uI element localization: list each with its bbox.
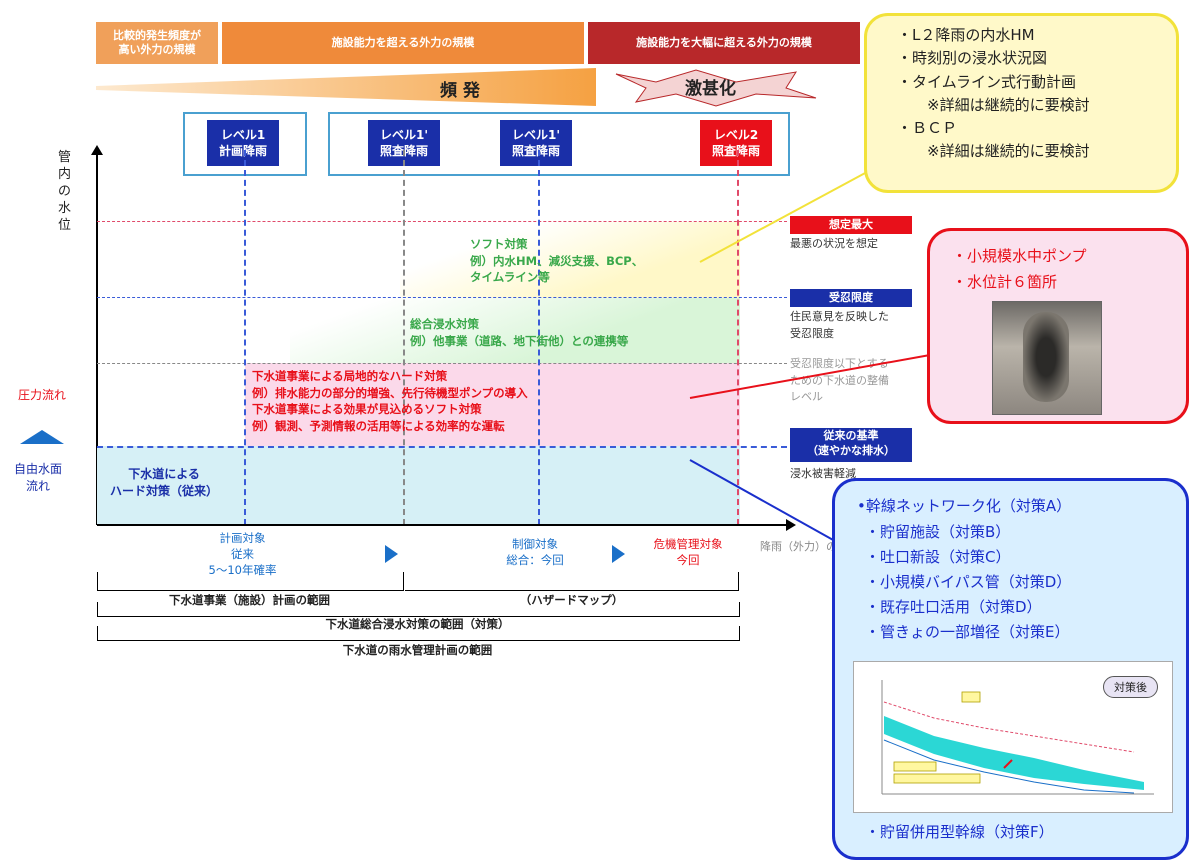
pressure-flow-label: 圧力流れ xyxy=(18,388,67,402)
line-tolerance xyxy=(97,297,787,298)
yellow-line-5: ・ＢＣＰ xyxy=(897,119,958,137)
text-tolerance: 住民意見を反映した 受忍限度 xyxy=(790,310,889,340)
line-target xyxy=(97,363,787,364)
frequency-label: 頻 発 xyxy=(440,81,480,101)
y-axis xyxy=(96,150,98,525)
severity-label: 激甚化 xyxy=(685,79,736,99)
blue-line-4: ・小規模バイパス管（対策D） xyxy=(865,573,1072,591)
line-conventional xyxy=(97,446,787,448)
vline-level1 xyxy=(244,150,246,525)
badge-conventional: 従来の基準 （速やかな排水） xyxy=(790,428,912,462)
blue-line-5: ・既存吐口活用（対策D） xyxy=(865,598,1042,616)
pump-photo xyxy=(992,301,1102,415)
y-axis-label: 管内の水位 xyxy=(58,150,72,233)
red-line-1: ・小規模水中ポンプ xyxy=(952,247,1087,265)
yellow-line-1: ・L２降雨の内水HM xyxy=(897,26,1035,44)
crisis-target-label: 危機管理対象 今回 xyxy=(653,537,723,568)
range-bracket-2 xyxy=(97,602,740,617)
vline-level1b xyxy=(403,150,405,525)
band-integrated xyxy=(290,298,740,363)
x-axis xyxy=(97,524,787,526)
arrow-right-2 xyxy=(612,545,625,563)
blue-line-6: ・管きょの一部増径（対策E） xyxy=(865,623,1070,641)
range-1-label: 下水道事業（施設）計画の範囲 xyxy=(169,593,330,607)
band-soft xyxy=(400,222,740,298)
sewer-hard-text: 下水道による ハード対策（従来） xyxy=(110,467,219,499)
range-2-label: 下水道総合浸水対策の範囲（対策） xyxy=(325,617,510,631)
range-1b-label: （ハザードマップ） xyxy=(519,593,624,607)
control-target-label: 制御対象 総合：今回 xyxy=(506,537,564,568)
plan-target-label: 計画対象 従来 5～10年確率 xyxy=(208,531,277,578)
after-measure-badge: 対策後 xyxy=(1103,676,1158,698)
range-bracket-1 xyxy=(97,572,404,591)
pipe-opening-icon xyxy=(1023,312,1069,402)
band-sewer-hard xyxy=(97,446,740,524)
badge-max: 想定最大 xyxy=(790,216,912,234)
yellow-line-6: ※詳細は継続的に要検討 xyxy=(897,142,1090,161)
profile-plot xyxy=(881,680,1154,795)
red-line-2: ・水位計６箇所 xyxy=(952,273,1058,291)
integrated-measures-text: 総合浸水対策 例）他事業（道路、地下街他）との連携等 xyxy=(410,317,629,348)
category-far-exceed: 施設能力を大幅に超える外力の規模 xyxy=(588,22,860,64)
callout-yellow: ・L２降雨の内水HM ・時刻別の浸水状況図 ・タイムライン式行動計画 ※詳細は継… xyxy=(864,13,1179,193)
free-flow-label: 自由水面 流れ xyxy=(14,462,63,493)
yellow-line-3: ・タイムライン式行動計画 xyxy=(897,72,1076,91)
level-badge-3: レベル1'照査降雨 xyxy=(500,120,572,166)
level-group-frame xyxy=(328,112,790,176)
yellow-line-4: ※詳細は継続的に要検討 xyxy=(897,95,1090,114)
category-exceed: 施設能力を超える外力の規模 xyxy=(222,22,584,64)
badge-tolerance: 受忍限度 xyxy=(790,289,912,307)
x-axis-arrow xyxy=(786,519,796,531)
soft-measures-text: ソフト対策 例）内水HM、減災支援、BCP、 タイムライン等 xyxy=(470,237,644,285)
text-conventional: 浸水被害軽減 xyxy=(790,467,856,480)
flow-up-arrow xyxy=(20,430,64,444)
vline-level2 xyxy=(737,150,739,525)
arrow-right-1 xyxy=(385,545,398,563)
blue-line-1: •幹線ネットワーク化（対策A） xyxy=(857,497,1072,515)
text-max: 最悪の状況を想定 xyxy=(790,237,878,250)
line-max xyxy=(97,221,787,222)
frequency-wedge xyxy=(96,68,817,107)
band-local-hard xyxy=(245,363,740,446)
yellow-line-2: ・時刻別の浸水状況図 xyxy=(897,49,1048,68)
hydraulic-profile-chart: 対策後 xyxy=(853,661,1173,813)
vline-level1c xyxy=(538,150,540,525)
callout-blue: •幹線ネットワーク化（対策A） ・貯留施設（対策B） ・吐口新設（対策C） ・小… xyxy=(832,478,1189,860)
category-frequent: 比較的発生頻度が 高い外力の規模 xyxy=(96,22,218,64)
local-hard-measures-text: 下水道事業による局地的なハード対策 例）排水能力の部分的増強、先行待機型ポンプの… xyxy=(252,369,528,434)
range-bracket-3 xyxy=(97,626,740,641)
blue-line-3: ・吐口新設（対策C） xyxy=(865,548,1011,566)
blue-line-7: ・貯留併用型幹線（対策F） xyxy=(865,823,1054,841)
range-3-label: 下水道の雨水管理計画の範囲 xyxy=(342,643,493,657)
y-axis-arrow xyxy=(91,145,103,155)
range-bracket-1b xyxy=(405,572,739,591)
callout-red: ・小規模水中ポンプ ・水位計６箇所 xyxy=(927,228,1189,424)
blue-line-2: ・貯留施設（対策B） xyxy=(865,523,1011,541)
